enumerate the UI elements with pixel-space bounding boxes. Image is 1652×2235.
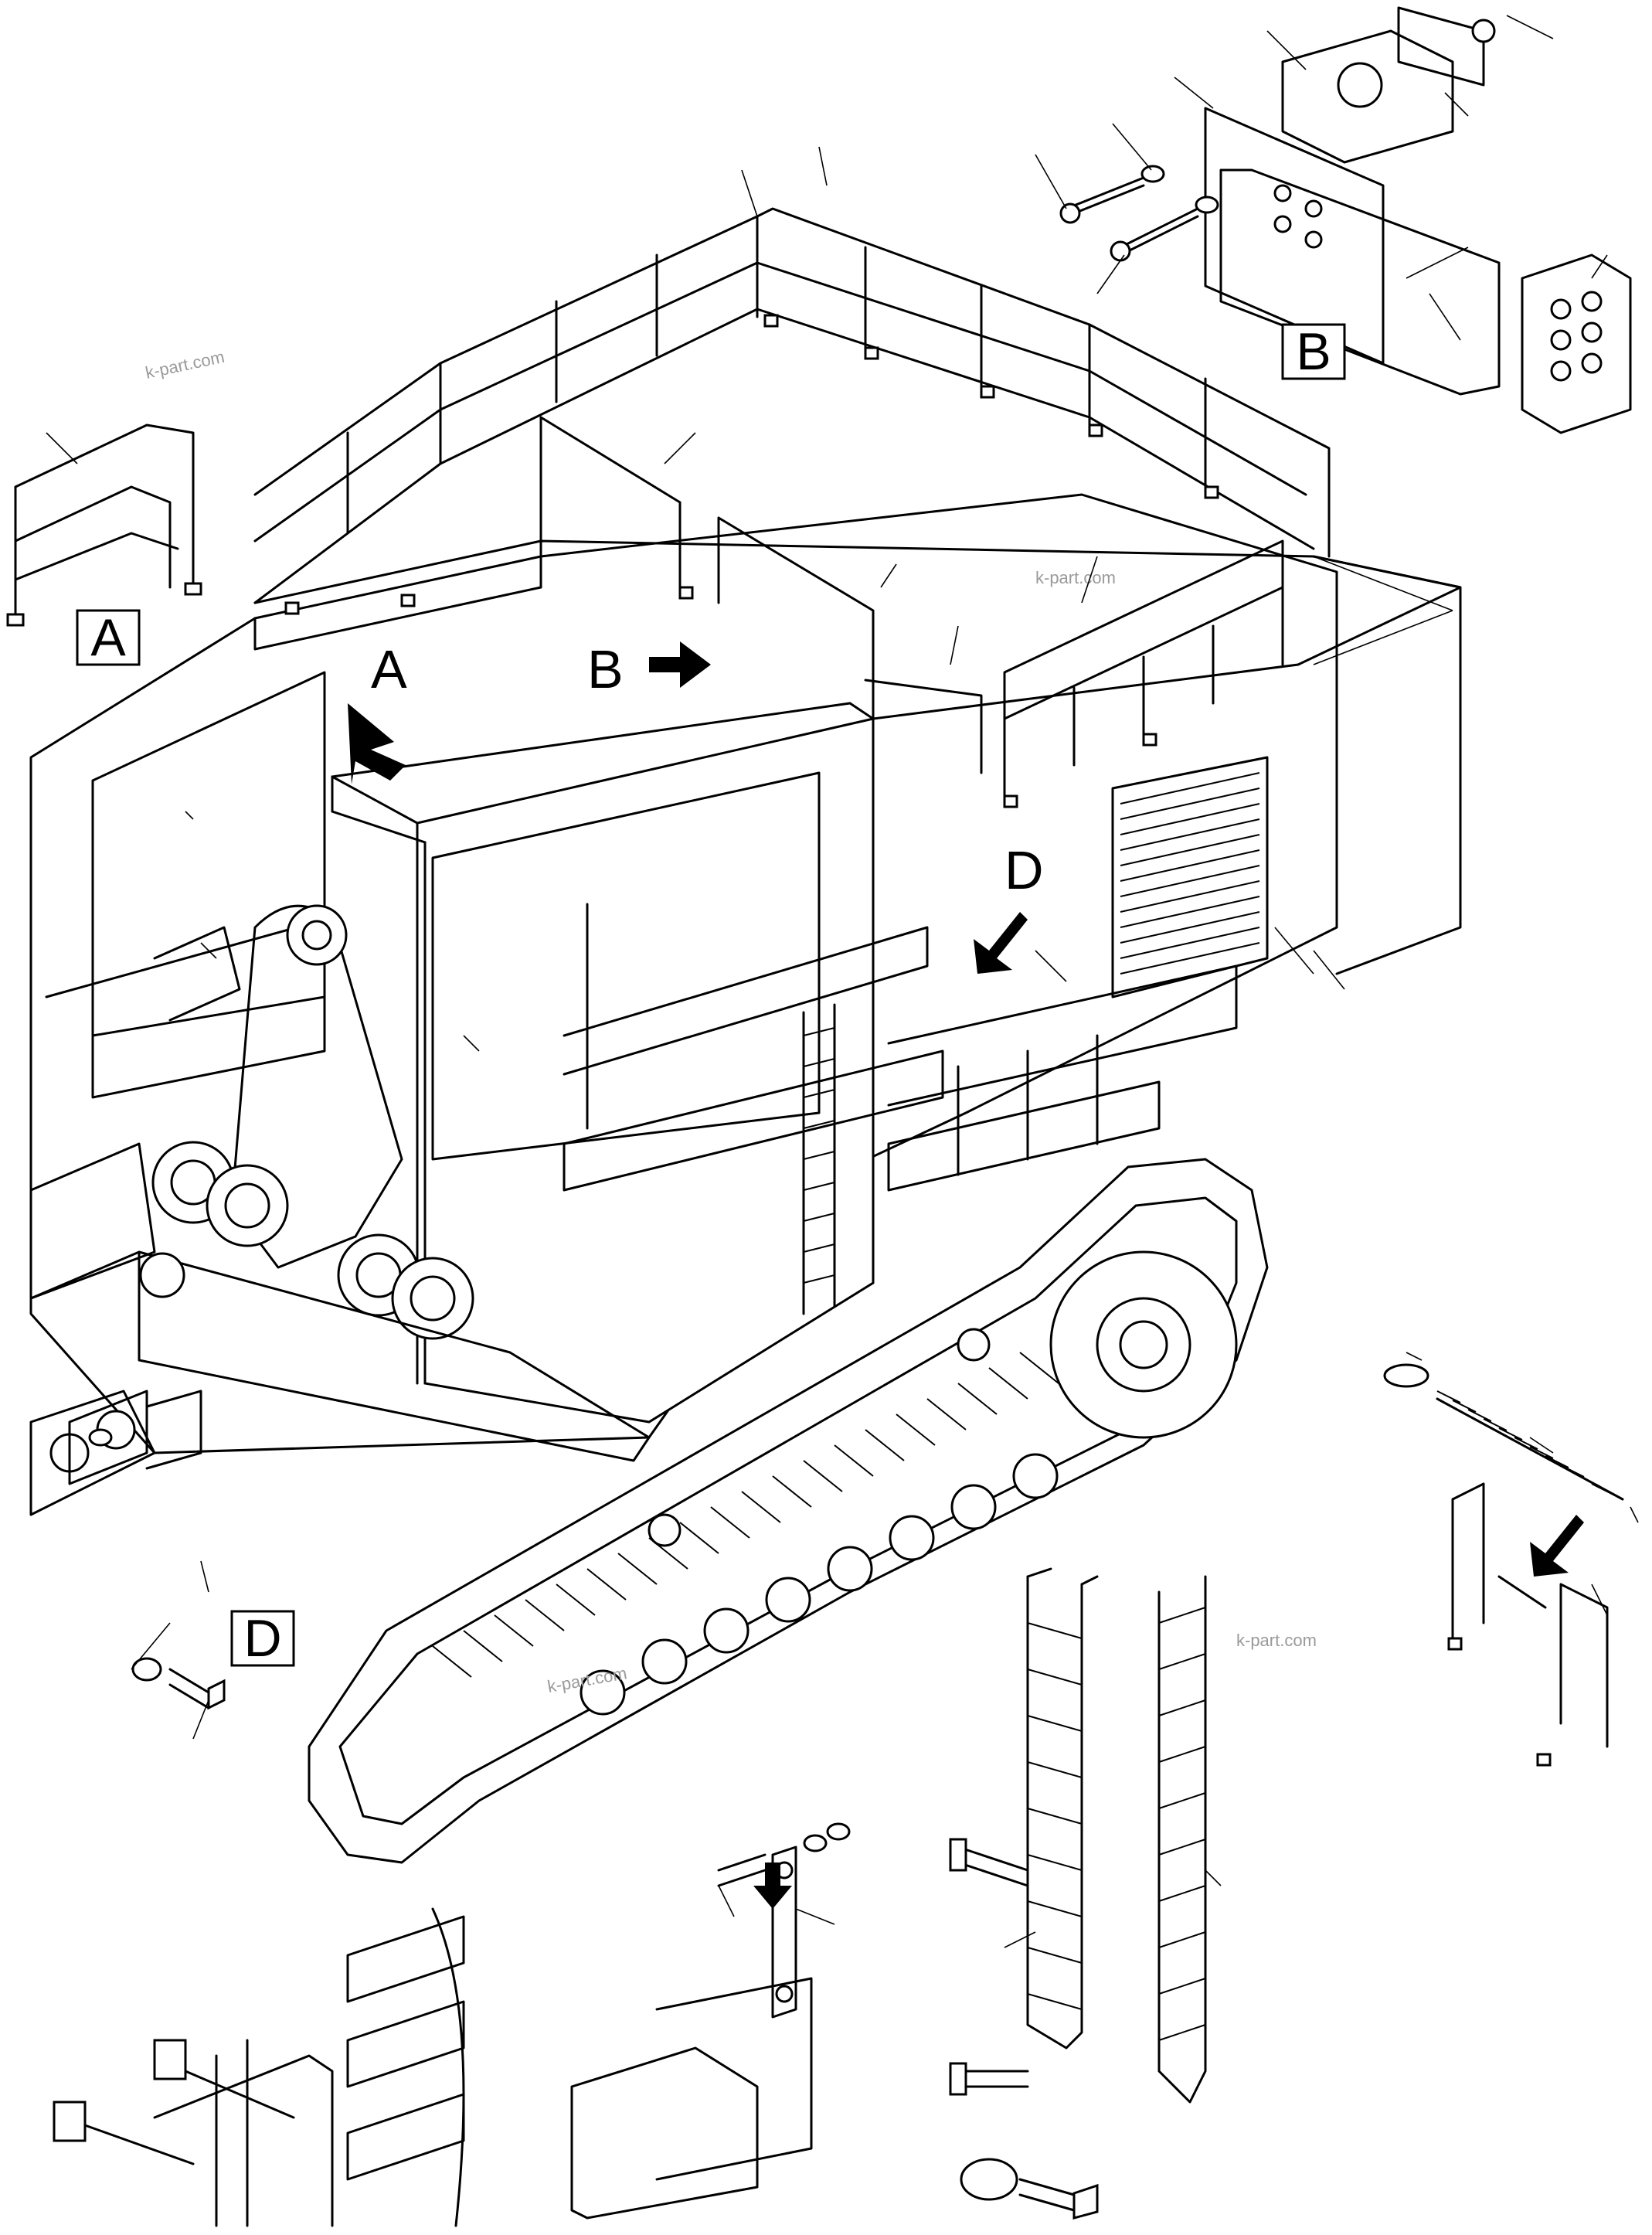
view-label-b: B — [587, 639, 624, 699]
leader-lines — [185, 146, 1461, 1052]
watermark-1: k-part.com — [144, 347, 226, 383]
arrow-b — [649, 641, 711, 688]
boxed-label-b-text: B — [1296, 322, 1331, 381]
boxed-label-b: B — [1281, 322, 1346, 381]
view-label-d: D — [1004, 840, 1044, 900]
arrow-a — [348, 703, 406, 784]
view-label-a: A — [371, 639, 407, 699]
machine-body — [29, 493, 1462, 1462]
lower-left-rail-detail — [53, 1907, 465, 2227]
detail-a-handrail — [6, 424, 202, 627]
track-rollers — [580, 1453, 1059, 1716]
ladder-detail-flexible — [1004, 1575, 1222, 2104]
arrow-lower — [753, 1862, 792, 1909]
detail-b-bracket — [1035, 6, 1632, 434]
ladder-detail-rigid — [949, 1567, 1099, 2096]
boxed-label-a-text: A — [90, 608, 126, 667]
step-platforms — [153, 926, 1238, 1192]
chain-detail — [1383, 1352, 1639, 1767]
detail-d-pin — [68, 1390, 226, 1740]
arrow-d — [974, 912, 1028, 974]
watermark-2: k-part.com — [1035, 568, 1116, 587]
idler-left-upper — [151, 1141, 289, 1247]
arrow-chain — [1530, 1515, 1584, 1577]
rail-clips — [284, 314, 1219, 808]
louver-panel — [1111, 756, 1269, 998]
boxed-label-d-text: D — [243, 1609, 281, 1668]
lower-middle-bracket — [570, 1822, 851, 2220]
watermark-3: k-part.com — [1236, 1631, 1317, 1650]
top-handrails — [253, 207, 1331, 808]
boxed-label-a: A — [76, 608, 141, 667]
crawler-track — [308, 1158, 1269, 1864]
idler-left-lower — [337, 1233, 474, 1340]
machine-ladder — [802, 1003, 836, 1315]
left-track-fragment — [29, 1142, 156, 1516]
boxed-label-d: D — [230, 1609, 295, 1668]
pin-and-bolt-detail — [960, 2158, 1099, 2220]
